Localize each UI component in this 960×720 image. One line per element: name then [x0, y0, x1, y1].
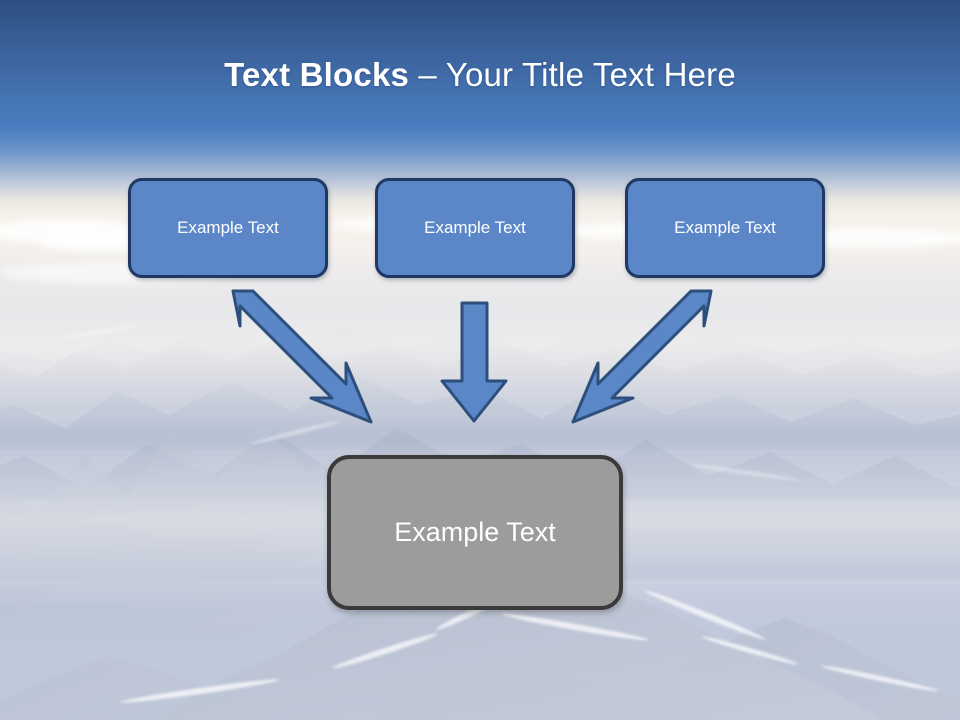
arrow-right-diagonal [571, 289, 713, 424]
title-separator: – [409, 56, 446, 93]
text-block-1-label: Example Text [177, 218, 279, 237]
page-title: Text Blocks – Your Title Text Here [60, 52, 900, 98]
result-block-label: Example Text [394, 517, 556, 547]
text-block-2-label: Example Text [424, 218, 526, 237]
title-bold-text: Text Blocks [224, 56, 410, 93]
text-block-1[interactable]: Example Text [128, 178, 328, 278]
text-block-2[interactable]: Example Text [375, 178, 575, 278]
result-block[interactable]: Example Text [327, 455, 623, 610]
text-block-3-label: Example Text [674, 218, 776, 237]
title-light-text: Your Title Text Here [445, 56, 736, 93]
arrow-left-diagonal [231, 289, 373, 424]
arrow-middle-vertical [440, 301, 508, 423]
text-block-3[interactable]: Example Text [625, 178, 825, 278]
